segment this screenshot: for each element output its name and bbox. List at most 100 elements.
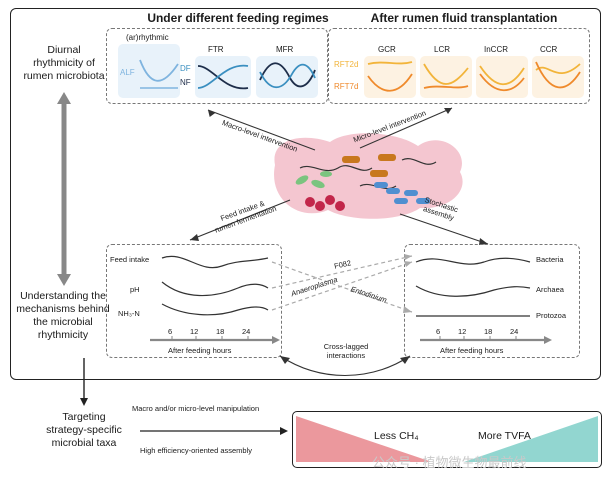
- microbe-strand-1: [299, 165, 373, 172]
- high-eff-label: High efficiency-oriented assembly: [140, 446, 252, 455]
- blue-microbe-1: [386, 188, 400, 194]
- micro-arrow-head: [444, 108, 452, 114]
- left-tick-label-12: 12: [190, 327, 199, 336]
- green-microbe-2: [311, 179, 325, 189]
- crossing-arrow-3-head: [404, 261, 412, 267]
- crosslag-arrow-head-right: [400, 356, 410, 364]
- inccr-curve-2d: [479, 65, 525, 86]
- blue-microbe-2: [404, 190, 418, 196]
- red-microbe-3: [325, 195, 335, 205]
- nh3n-curve: [161, 303, 269, 316]
- lcr-label: LCR: [434, 45, 451, 54]
- diurnal-line-1: Diurnal: [47, 44, 81, 56]
- gcr-curve-7d: [367, 73, 413, 92]
- archaea-curve: [415, 285, 531, 297]
- targeting-label: Targeting strategy-specific microbial ta…: [34, 411, 134, 450]
- df-label: DF: [180, 64, 191, 73]
- left-tick-label-18: 18: [216, 327, 225, 336]
- gcr-label: GCR: [378, 45, 396, 54]
- more-tvfa-label: More TVFA: [478, 430, 531, 442]
- right-tick-label-6: 6: [436, 327, 441, 336]
- right-tick-label-18: 18: [484, 327, 493, 336]
- crossing-arrow-1-head: [403, 306, 412, 313]
- stochastic-arrow: [399, 213, 489, 245]
- micro-arrow: [359, 107, 453, 149]
- red-microbe-2: [315, 201, 325, 211]
- gcr-curve-2d: [367, 61, 413, 65]
- crosslag-arrow-head-left: [280, 356, 290, 364]
- diurnal-label: Diurnal rhythmicity of rumen microbiota: [14, 44, 114, 83]
- nf-curve: [197, 65, 249, 90]
- targeting-arrow-head: [80, 398, 88, 406]
- rft2d-label: RFT2d: [334, 60, 359, 69]
- rft7d-label: RFT7d: [334, 82, 359, 91]
- right-tick-label-24: 24: [510, 327, 519, 336]
- top-right-box: [328, 28, 590, 104]
- nf-label: NF: [180, 78, 191, 87]
- mfr-panel: [256, 56, 318, 98]
- right-time-axis-head: [544, 336, 552, 344]
- left-axis-label: After feeding hours: [168, 346, 232, 355]
- feed-arrow: [189, 199, 291, 241]
- ccr-label: CCR: [540, 45, 558, 54]
- understanding-line-1: Understanding the: [20, 290, 106, 302]
- understanding-label: Understanding the mechanisms behind the …: [8, 290, 118, 343]
- macro-arrow: [207, 109, 316, 151]
- macro-arrow-head: [208, 110, 216, 118]
- understanding-line-2: mechanisms behind: [16, 303, 110, 316]
- less-ch4-wedge: [296, 416, 432, 462]
- feed-intake-curve: [161, 255, 269, 269]
- ph-curve: [161, 281, 269, 297]
- green-microbe-1: [295, 175, 309, 185]
- top-left-box: [106, 28, 328, 104]
- ccr-panel: [532, 56, 584, 98]
- arrhythmic-label: (ar)rhythmic: [126, 33, 169, 42]
- crossing-arrow-3: [271, 261, 413, 311]
- targeting-line-1: Targeting: [62, 411, 106, 423]
- alf-label: ALF: [120, 68, 135, 77]
- blue-microbe-3: [394, 198, 408, 204]
- top-right-title: After rumen fluid transplantation: [370, 11, 558, 25]
- ftr-label: FTR: [208, 45, 224, 54]
- manipulation-arrow-head: [280, 427, 288, 435]
- left-tick-label-6: 6: [168, 327, 173, 336]
- rumen-shape: [274, 133, 463, 219]
- mfr-label: MFR: [276, 45, 294, 54]
- stochastic-arrow-head: [479, 238, 488, 245]
- less-ch4-label: Less CH₄: [374, 430, 419, 442]
- lcr-curve-7d: [423, 85, 469, 89]
- brown-microbe-1: [342, 156, 360, 163]
- blue-microbe-4: [416, 198, 430, 204]
- ccr-curve-7d: [535, 61, 581, 89]
- ph-label: pH: [130, 285, 140, 294]
- macro-micro-label: Macro and/or micro-level manipulation: [132, 404, 260, 413]
- crossing-arrow-1: [271, 261, 413, 313]
- inccr-label: InCCR: [484, 45, 509, 54]
- nh3n-label: NH₃-N: [118, 309, 140, 318]
- targeting-line-3: microbial taxa: [51, 437, 117, 450]
- green-microbe-3: [320, 171, 332, 177]
- mfr-curve-2: [259, 63, 316, 89]
- outcome-box: [292, 411, 602, 468]
- feed-intake-label: Feed intake: [110, 255, 150, 264]
- lcr-curve-2d: [423, 63, 469, 85]
- main-frame: [10, 8, 601, 380]
- alf-curve: [139, 59, 179, 82]
- bacteria-curve: [415, 257, 531, 265]
- brown-microbe-3: [370, 170, 388, 177]
- brown-microbe-2: [378, 154, 396, 161]
- arrhythmic-panel: [118, 44, 180, 98]
- top-left-title: Under different feeding regimes: [147, 11, 329, 25]
- ftr-panel: [195, 56, 251, 98]
- crosslag-line-1: Cross-lagged: [323, 342, 369, 351]
- df-curve: [197, 64, 249, 89]
- arrow-head-down: [57, 274, 71, 286]
- left-tick-label-24: 24: [242, 327, 251, 336]
- inccr-curve-7d: [479, 73, 525, 92]
